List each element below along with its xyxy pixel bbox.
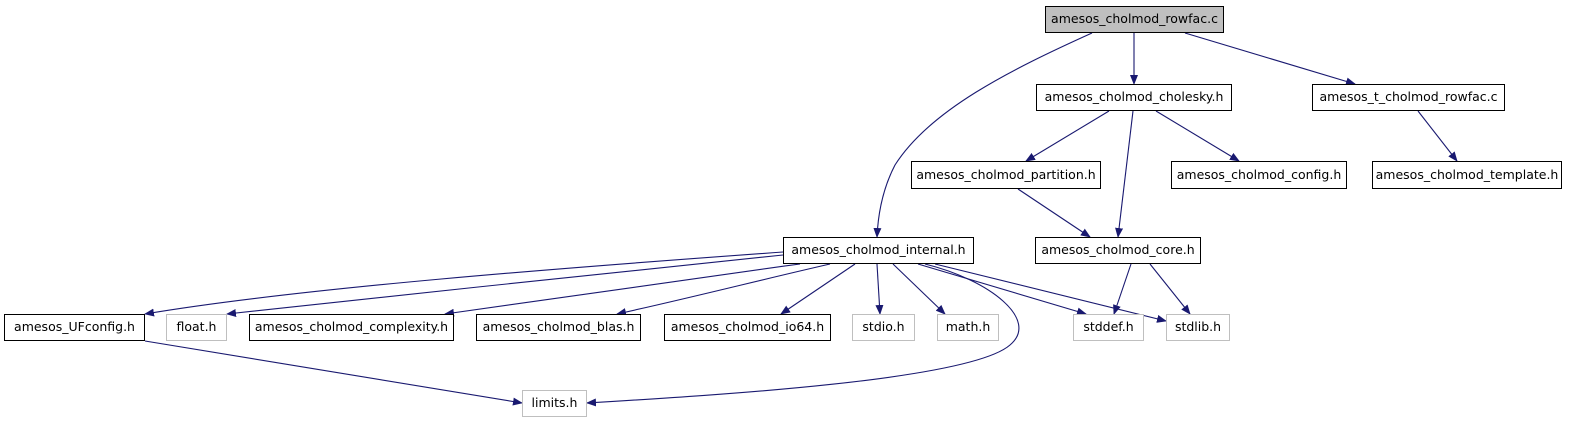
node-amesos-t-cholmod-rowfac-c[interactable]: amesos_t_cholmod_rowfac.c bbox=[1312, 84, 1505, 111]
edge-internal-h-to-stdlib-h bbox=[934, 263, 1167, 323]
node-amesos-cholmod-template-h[interactable]: amesos_cholmod_template.h bbox=[1372, 161, 1562, 189]
node-float-h: float.h bbox=[166, 314, 227, 341]
edge-rowfac-c-to-internal-h bbox=[873, 32, 1093, 238]
edge-internal-h-to-complexity-h bbox=[444, 263, 801, 317]
node-amesos-cholmod-rowfac-c[interactable]: amesos_cholmod_rowfac.c bbox=[1045, 6, 1224, 33]
edge-internal-h-to-stddef-h bbox=[917, 263, 1087, 316]
edge-internal-h-to-io64-h bbox=[780, 263, 856, 315]
edge-cholesky-h-to-core-h bbox=[1115, 110, 1134, 238]
edge-rowfac-c-to-t-rowfac-c bbox=[1184, 32, 1356, 86]
node-amesos-cholmod-complexity-h[interactable]: amesos_cholmod_complexity.h bbox=[249, 314, 454, 341]
edge-internal-h-to-stdio-h bbox=[875, 263, 884, 315]
node-amesos-cholmod-partition-h[interactable]: amesos_cholmod_partition.h bbox=[911, 161, 1101, 189]
edge-internal-h-to-blas-h bbox=[616, 263, 831, 316]
node-amesos-cholmod-blas-h[interactable]: amesos_cholmod_blas.h bbox=[476, 314, 641, 341]
edge-internal-h-to-ufconfig-h bbox=[144, 251, 784, 317]
node-amesos-cholmod-io64-h[interactable]: amesos_cholmod_io64.h bbox=[664, 314, 831, 341]
node-amesos-ufconfig-h[interactable]: amesos_UFconfig.h bbox=[4, 314, 145, 341]
edge-cholesky-h-to-config-h bbox=[1155, 110, 1240, 162]
edge-core-h-to-stdlib-h bbox=[1149, 263, 1191, 315]
node-limits-h: limits.h bbox=[522, 390, 587, 417]
edge-internal-h-to-math-h bbox=[892, 263, 946, 315]
edge-core-h-to-stddef-h bbox=[1113, 263, 1132, 315]
node-stddef-h: stddef.h bbox=[1073, 314, 1144, 341]
edge-internal-h-to-float-h bbox=[226, 254, 784, 317]
edge-internal-h-to-limits-h bbox=[586, 263, 1020, 407]
edge-ufconfig-h-to-limits-h bbox=[144, 340, 523, 406]
edge-t-rowfac-c-to-template-h bbox=[1417, 110, 1458, 162]
node-amesos-cholmod-cholesky-h[interactable]: amesos_cholmod_cholesky.h bbox=[1036, 84, 1232, 111]
node-amesos-cholmod-core-h[interactable]: amesos_cholmod_core.h bbox=[1035, 237, 1201, 264]
edge-partition-h-to-core-h bbox=[1017, 188, 1091, 238]
node-math-h: math.h bbox=[937, 314, 999, 341]
edge-cholesky-h-to-partition-h bbox=[1025, 110, 1110, 162]
node-stdio-h: stdio.h bbox=[852, 314, 915, 341]
node-stdlib-h: stdlib.h bbox=[1166, 314, 1230, 341]
node-amesos-cholmod-internal-h[interactable]: amesos_cholmod_internal.h bbox=[783, 237, 974, 264]
node-amesos-cholmod-config-h[interactable]: amesos_cholmod_config.h bbox=[1171, 161, 1347, 189]
